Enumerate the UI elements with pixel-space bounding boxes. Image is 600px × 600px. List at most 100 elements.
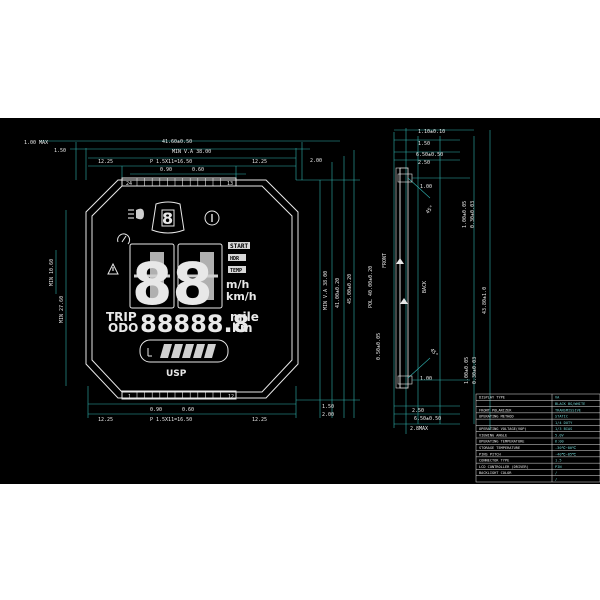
spec-label: DISPLAY TYPE <box>479 396 505 400</box>
spec-label: VIEWING ANGLE <box>479 433 507 437</box>
spec-value: 6:00 <box>555 440 564 444</box>
spec-label: OPERATING TEMPERATURE <box>479 440 524 444</box>
kmh-unit: km/h <box>226 290 257 303</box>
speedometer-icon <box>117 233 131 245</box>
side-dim-9: 2.8MAX <box>410 426 428 432</box>
spec-value: -30℃~80℃ <box>555 446 577 450</box>
side-dim-2: 1.50 <box>418 141 430 147</box>
dim-pitch-label: P 1.5X11=16.50 <box>150 159 192 165</box>
trip-label: TRIP <box>106 310 137 324</box>
spec-label: PINS PITCH <box>479 452 501 456</box>
pin-number-12: 12 <box>228 394 234 400</box>
spec-value: -40℃~85℃ <box>555 452 577 456</box>
dim-bottom-pin-width-label: 0.90 <box>150 407 162 413</box>
dim-pin-gap-label: 0.60 <box>192 167 204 173</box>
temp-indicator: TEMP <box>230 268 242 274</box>
dim-bottom-right-b-label: 2.00 <box>322 412 334 418</box>
gear-digit: 8 <box>151 201 185 234</box>
top-pin-row <box>136 178 221 186</box>
bottom-pin-row <box>136 391 221 399</box>
front-view-dimensions: 1.00 MAX 1.50 41.60±0.50 MIN V.A 38.00 1… <box>24 139 360 423</box>
cad-drawing-area: 1.00 MAX 1.50 41.60±0.50 MIN V.A 38.00 1… <box>0 118 600 484</box>
dim-left-mid-label: MIN 10.60 <box>49 259 55 286</box>
odometer-row: TRIP ODO 88888.8 mile km <box>106 310 259 338</box>
fuel-bar-segments <box>160 344 216 358</box>
spec-value: BLACK BG/WHITE <box>555 402 585 406</box>
gear-digit-value: 8 <box>162 209 173 228</box>
dim-top-right-label: 2.00 <box>310 158 322 164</box>
mph-unit: m/h <box>226 278 249 291</box>
mode-indicator: HDR <box>230 256 240 262</box>
front-label: FRONT <box>382 253 388 268</box>
speed-value: 88 <box>132 250 213 318</box>
fuel-segment <box>160 344 172 358</box>
spec-value: / <box>555 477 557 481</box>
oil-warning-icon <box>204 210 220 226</box>
side-dim-7: 2.50 <box>412 408 424 414</box>
speed-digits: 88 <box>129 243 223 318</box>
back-label: BACK <box>422 281 428 293</box>
fuel-segment <box>171 344 183 358</box>
odometer-digits: 88888.8 <box>140 310 249 338</box>
lcd-segments: 8 <box>106 201 259 379</box>
side-dim-3: 6.50±0.50 <box>416 152 443 158</box>
spec-label: BACKLIGHT COLOR <box>479 471 512 475</box>
odo-label: ODO <box>108 321 138 335</box>
side-right-dim-b: 0.30±0.03 <box>470 201 476 228</box>
side-right-dim-d: 1.00±0.05 <box>464 357 470 384</box>
dim-bottom-pitch-label: P 1.5X11=16.50 <box>150 417 192 423</box>
spec-label: STORAGE TEMPERATURE <box>479 446 520 450</box>
dim-pin-width-label: 0.90 <box>160 167 172 173</box>
dim-width-label: 41.60±0.50 <box>162 139 192 145</box>
dim-bottom-pin-gap-label: 0.60 <box>182 407 194 413</box>
spec-label: CONNECTOR TYPE <box>479 459 509 463</box>
side-dim-5: 1.00 <box>420 184 432 190</box>
dim-offset-label: 1.50 <box>54 148 66 154</box>
lcd-drawing-canvas: 1.00 MAX 1.50 41.60±0.50 MIN V.A 38.00 1… <box>24 128 600 483</box>
dim-left-height-label: MIN 27.60 <box>59 296 65 323</box>
side-dim-8: 6.50±0.50 <box>414 416 441 422</box>
side-dim-6: 1.00 <box>420 376 432 382</box>
spec-value: / <box>555 471 557 475</box>
spec-value: VA <box>555 396 560 400</box>
lcd-front-outline: 24 13 1 12 <box>85 177 299 400</box>
fuel-brand-label: USP <box>166 369 187 379</box>
spec-label: OPERATING VOLTAGE(VOP) <box>479 427 527 431</box>
dim-bottom-left-label: 12.25 <box>98 417 113 423</box>
side-dim-1: 1.10±0.10 <box>418 129 445 135</box>
fuel-segment <box>193 344 205 358</box>
km-unit: km <box>232 321 252 335</box>
side-dim-4: 2.50 <box>418 160 430 166</box>
spec-value: STATIC <box>555 415 568 419</box>
spec-label: OPERATING METHOD <box>479 415 514 419</box>
dim-right-pitch-label: 12.25 <box>252 159 267 165</box>
spec-value: TRANSMISSIVE <box>555 408 581 412</box>
side-pol-label: POL 40.00±0.20 <box>368 266 374 308</box>
side-angle-top: 45° <box>425 205 435 216</box>
pin-number-24: 24 <box>126 181 132 187</box>
dim-max-label: 1.00 MAX <box>24 140 48 146</box>
mode-indicators: START HDR TEMP m/h km/h <box>226 242 257 303</box>
start-indicator: START <box>230 243 248 250</box>
spec-label: LCD CONTROLLER (DRIVER) <box>479 465 529 469</box>
warning-triangle-icon <box>107 262 119 275</box>
side-right-dim-c: 43.80±1.0 <box>482 287 488 314</box>
pin-number-13: 13 <box>227 181 233 187</box>
mile-unit: mile <box>230 310 259 324</box>
spec-value: 1/3 BIAS <box>555 427 572 431</box>
side-right-dim-e: 0.30±0.03 <box>472 357 478 384</box>
pin-number-1: 1 <box>128 394 131 400</box>
dim-height-label: 41.00±0.20 <box>335 278 341 308</box>
dim-bottom-right-label: 12.25 <box>252 417 267 423</box>
dim-bottom-right-a-label: 1.50 <box>322 404 334 410</box>
spec-value: 1/4 DUTY <box>555 421 573 425</box>
headlight-icon <box>128 208 144 220</box>
side-angle-bottom: 45° <box>428 347 438 358</box>
dim-va-height-label: MIN V.A 38.00 <box>323 271 329 310</box>
dim-va-label: MIN V.A 38.00 <box>172 149 211 155</box>
spec-value: PIN <box>555 465 562 469</box>
spec-value: 1.5 <box>555 459 562 463</box>
